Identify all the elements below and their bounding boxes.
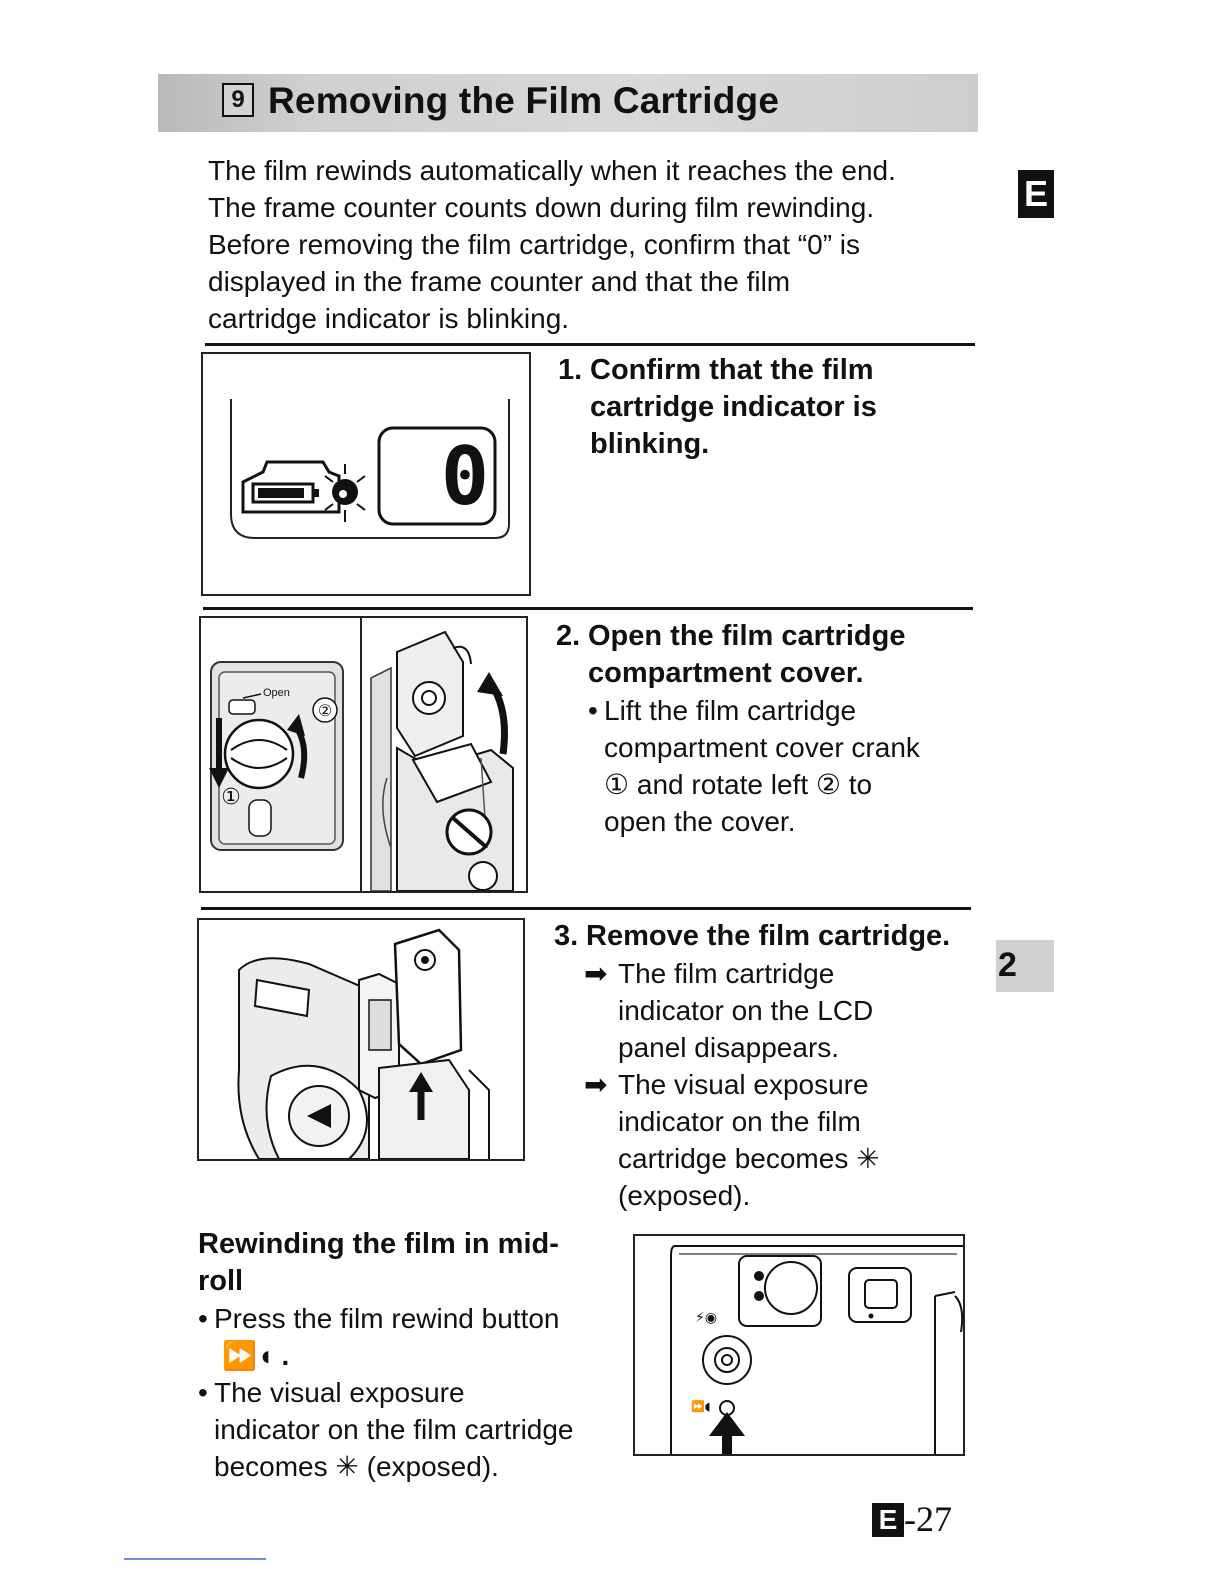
bullet-line: compartment cover crank — [604, 732, 920, 763]
rewind-heading-line: Rewinding the film in mid- — [198, 1228, 559, 1260]
step-3: 3.Remove the film cartridge. ➡ The film … — [554, 918, 994, 1214]
result-arrow-icon: ➡ — [584, 958, 608, 989]
page-number: E-27 — [872, 1498, 952, 1540]
page-language-badge: E — [872, 1503, 904, 1537]
bullet-line: open the cover. — [604, 806, 796, 837]
step-2: 2.Open the film cartridge compartment co… — [556, 618, 986, 840]
callout-2: ② — [318, 701, 332, 720]
result-line: cartridge becomes ✳ — [618, 1143, 880, 1174]
frame-counter-digit: 0 — [441, 430, 489, 523]
figure-lcd-panel: 0 — [201, 352, 531, 596]
intro-paragraph: The film rewinds automatically when it r… — [208, 152, 998, 337]
rewind-heading: Rewinding the film in mid- roll — [198, 1226, 618, 1300]
intro-line: The film rewinds automatically when it r… — [208, 155, 896, 186]
step-title-line: compartment cover. — [588, 657, 864, 689]
rewind-item-line: Press the film rewind button — [214, 1303, 560, 1334]
bullet-mark: • — [588, 695, 598, 726]
bullet-line: ① and rotate left ② to — [604, 769, 873, 800]
intro-line: Before removing the film cartridge, conf… — [208, 229, 861, 260]
step-number: 3. — [554, 920, 579, 952]
page-margin — [0, 0, 158, 1584]
step-title-line: Confirm that the film — [590, 354, 874, 386]
scan-edge-line — [124, 1558, 266, 1560]
rewind-list: • Press the film rewind button ⏩◖ . • Th… — [198, 1300, 628, 1485]
language-tab: E — [1018, 170, 1054, 218]
rewind-item-line: indicator on the film cartridge — [214, 1414, 574, 1445]
intro-line: cartridge indicator is blinking. — [208, 303, 570, 334]
rewind-button-icon: ⏩◖ . — [222, 1340, 290, 1371]
svg-text:⚡◉: ⚡◉ — [695, 1310, 717, 1326]
result-line: indicator on the LCD — [618, 995, 874, 1026]
section-title: Removing the Film Cartridge — [268, 80, 780, 121]
result-arrow-icon: ➡ — [584, 1069, 608, 1100]
bullet-mark: • — [198, 1303, 208, 1334]
step-bullet: • Lift the film cartridge compartment co… — [556, 692, 986, 840]
open-label: Open — [263, 687, 290, 699]
intro-line: displayed in the frame counter and that … — [208, 266, 791, 297]
result-line: panel disappears. — [618, 1032, 840, 1063]
step-divider — [201, 907, 971, 910]
result-line: The film cartridge — [618, 958, 835, 989]
result-line: indicator on the film — [618, 1106, 861, 1137]
rewind-item-line: becomes ✳ (exposed). — [214, 1451, 499, 1482]
rewind-item: • The visual exposure indicator on the f… — [198, 1374, 628, 1485]
section-header-bar — [158, 74, 978, 132]
figure-open-cover: Open ② ① — [199, 616, 528, 893]
step-title-line: Open the film cartridge — [588, 620, 906, 652]
rewind-item: • Press the film rewind button ⏩◖ . — [198, 1300, 628, 1374]
callout-1: ① — [221, 785, 241, 810]
result-line: The visual exposure — [618, 1069, 869, 1100]
step-number: 1. — [558, 354, 583, 386]
step-divider — [203, 607, 973, 610]
page-number-text: -27 — [904, 1499, 952, 1539]
step-divider — [205, 343, 975, 346]
step-result: ➡ The film cartridge indicator on the LC… — [554, 955, 994, 1066]
rewind-heading-line: roll — [198, 1265, 244, 1297]
figure-rewind-button: ⚡◉ ⏩◖ — [633, 1234, 965, 1456]
bullet-line: Lift the film cartridge — [604, 695, 857, 726]
intro-line: The frame counter counts down during fil… — [208, 192, 875, 223]
result-line: (exposed). — [618, 1180, 751, 1211]
figure-remove-cartridge — [197, 918, 525, 1161]
section-number-badge: 9 — [222, 83, 254, 117]
rewind-item-line: The visual exposure — [214, 1377, 465, 1408]
film-cartridge-indicator-icon — [241, 460, 366, 522]
chapter-tab: 2 — [996, 940, 1054, 992]
step-result: ➡ The visual exposure indicator on the f… — [554, 1066, 994, 1214]
step-title-line: cartridge indicator is — [590, 391, 877, 423]
step-title-line: blinking. — [590, 428, 710, 460]
step-title-line: Remove the film cartridge. — [586, 920, 951, 952]
svg-text:⏩◖: ⏩◖ — [691, 1400, 711, 1413]
bullet-mark: • — [198, 1377, 208, 1408]
step-1: 1.Confirm that the film cartridge indica… — [558, 352, 988, 463]
step-number: 2. — [556, 620, 581, 652]
